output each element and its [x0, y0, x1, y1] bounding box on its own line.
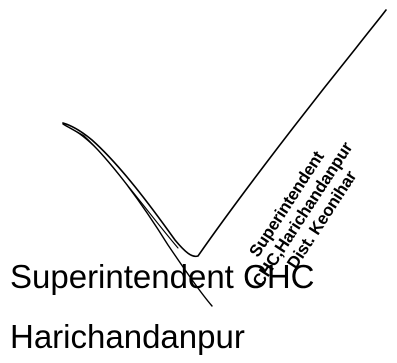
designation-line-1: Superintendent CHC — [10, 258, 315, 295]
designation-line-2: Harichandanpur — [10, 318, 245, 355]
